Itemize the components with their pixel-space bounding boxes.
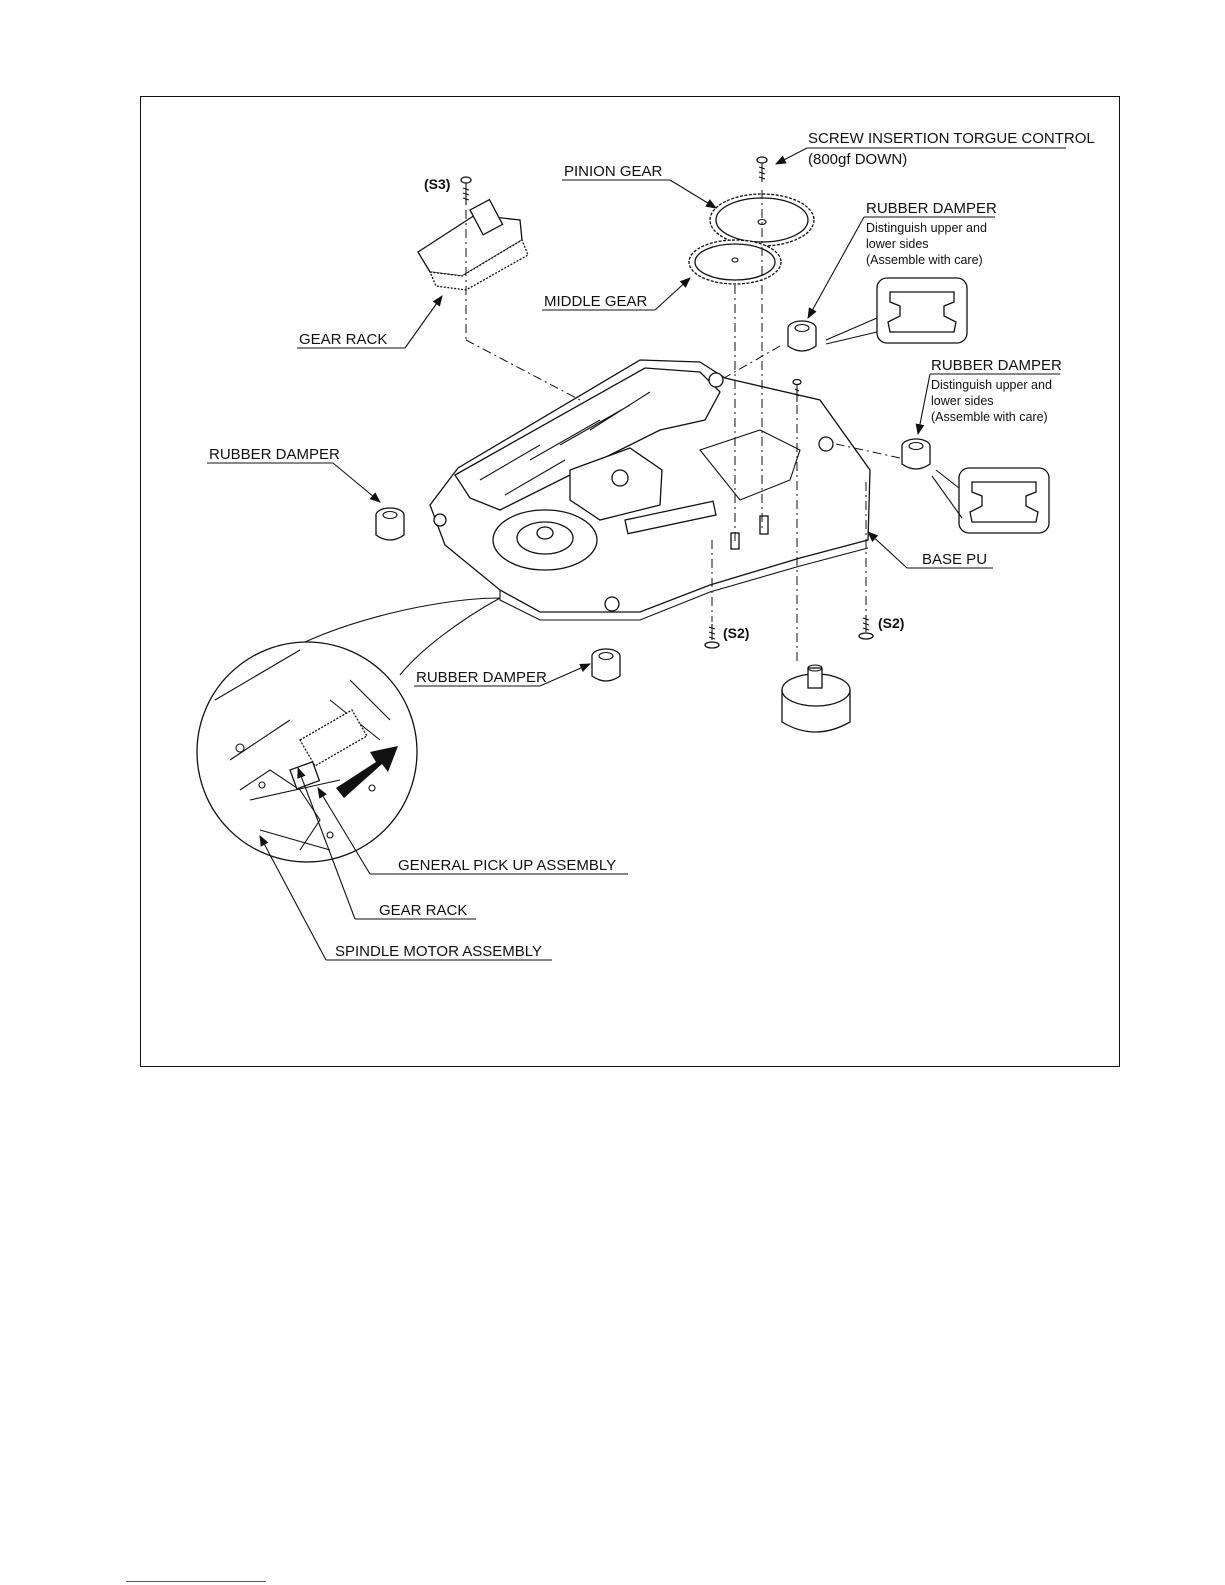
- label-pinion-gear: PINION GEAR: [564, 163, 663, 180]
- label-rubber-damper-r: RUBBER DAMPER: [931, 357, 1062, 374]
- detail-magnifier: [196, 597, 501, 863]
- rubber-damper-bottom-part: [591, 648, 621, 682]
- spindle-motor-part: [781, 664, 851, 733]
- label-rubber-damper-r-note2: lower sides: [931, 394, 994, 408]
- label-middle-gear: MIDDLE GEAR: [544, 293, 648, 310]
- label-rubber-damper-bottom: RUBBER DAMPER: [416, 669, 547, 686]
- label-rubber-damper-tr-note2: lower sides: [866, 237, 929, 251]
- motor-screw-icon: [792, 378, 802, 402]
- label-rubber-damper-tr-note1: Distinguish upper and: [866, 221, 987, 235]
- label-rubber-damper-r-note1: Distinguish upper and: [931, 378, 1052, 392]
- base-pu-chassis: [429, 359, 871, 621]
- label-gear-rack-top: GEAR RACK: [299, 331, 387, 348]
- rubber-damper-r-part: [901, 438, 931, 470]
- label-rubber-damper-r-note3: (Assemble with care): [931, 410, 1048, 424]
- assembly-lines: [465, 190, 901, 665]
- pinion-gear: [709, 193, 815, 247]
- label-screw-insertion: SCREW INSERTION TORGUE CONTROL: [808, 130, 1095, 147]
- label-rubber-damper-tr: RUBBER DAMPER: [866, 200, 997, 217]
- label-gear-rack-bottom: GEAR RACK: [379, 902, 467, 919]
- footer-link-underline[interactable]: [126, 1581, 266, 1582]
- damper-detail-box-top: [825, 277, 968, 345]
- label-screw-insertion-value: (800gf DOWN): [808, 151, 907, 168]
- label-base-pu: BASE PU: [922, 551, 987, 568]
- leader-lines: [207, 147, 1066, 961]
- label-rubber-damper-left: RUBBER DAMPER: [209, 446, 340, 463]
- label-spindle-motor: SPINDLE MOTOR ASSEMBLY: [335, 943, 542, 960]
- s3-screw-icon: [460, 176, 472, 205]
- diagram-frame: [140, 96, 1120, 1067]
- damper-detail-box-right: [931, 467, 1050, 534]
- label-s3: (S3): [424, 176, 450, 192]
- torque-screw-icon: [756, 156, 768, 182]
- gear-rack-part: [417, 198, 529, 291]
- middle-gear: [688, 239, 782, 285]
- rubber-damper-tr-part: [787, 320, 817, 352]
- label-s2-right: (S2): [878, 615, 904, 631]
- rubber-damper-left-part: [375, 507, 405, 541]
- s2-screw-right-icon: [858, 615, 874, 640]
- label-general-pickup: GENERAL PICK UP ASSEMBLY: [398, 857, 616, 874]
- s2-screw-left-icon: [704, 624, 720, 649]
- label-rubber-damper-tr-note3: (Assemble with care): [866, 253, 983, 267]
- label-s2-left: (S2): [723, 625, 749, 641]
